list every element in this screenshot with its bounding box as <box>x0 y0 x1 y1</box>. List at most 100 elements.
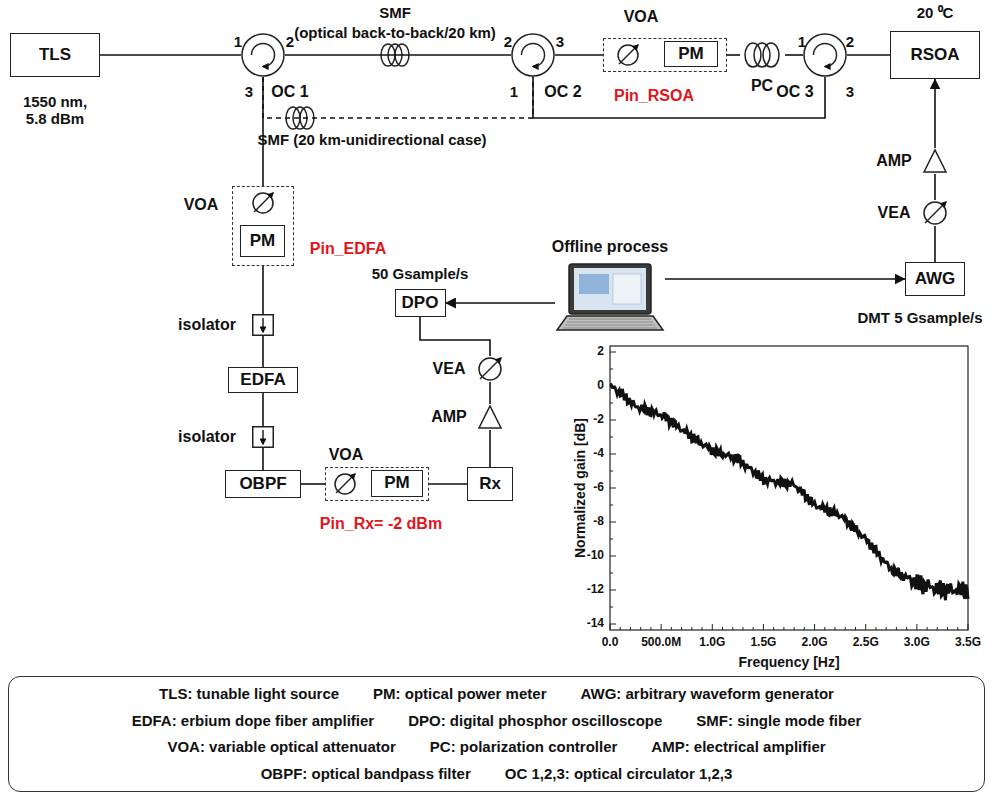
abbreviation-text: VOA: variable optical attenuator <box>167 739 395 756</box>
port-number: 1 <box>798 33 806 50</box>
box-label: Rx <box>479 475 501 494</box>
axis-label: -2 <box>593 413 604 427</box>
axis-label: 3.0G <box>904 636 930 650</box>
optical-circulator-outline <box>511 33 555 77</box>
fiber-link <box>555 54 603 56</box>
axis-label: -6 <box>593 481 604 495</box>
power-label: Pin_RSOA <box>614 87 694 105</box>
plot-frame <box>610 346 968 630</box>
attenuator-group: VOAPin_Rx= -2 dBmPM <box>325 467 429 501</box>
receiver-box: Rx <box>467 467 513 501</box>
component-label: AMP <box>431 408 467 426</box>
fiber-link <box>262 266 264 314</box>
power-meter-box: PM <box>371 470 423 497</box>
abbreviation-text: TLS: tunable light source <box>159 686 339 703</box>
polarization-controller: PC <box>740 42 785 68</box>
fiber-link <box>785 54 803 56</box>
oscilloscope-box: DPO <box>395 289 446 317</box>
optical-circulator: OC 2 <box>511 33 555 77</box>
axis-label: 3.5G <box>955 636 981 650</box>
abbreviation-text: DPO: digital phosphor oscilloscope <box>408 713 662 730</box>
filter-box: OBPF <box>225 470 301 498</box>
fiber-link <box>262 448 264 470</box>
abbreviation-row: VOA: variable optical attenuator PC: pola… <box>167 739 825 756</box>
amplifier-symbol-outline <box>477 404 503 430</box>
signal-arrow <box>446 302 556 304</box>
polarization-controller-outline <box>740 42 785 68</box>
axis-label: 0.0 <box>602 636 619 650</box>
laptop-icon-outline <box>555 262 665 332</box>
fiber-link <box>262 393 264 426</box>
box-label: TLS <box>39 46 71 65</box>
port-number: 2 <box>504 33 512 50</box>
fiber-link <box>489 382 491 404</box>
power-meter-box: PM <box>664 41 718 67</box>
box-label: AWG <box>915 270 956 289</box>
axis-label: -12 <box>587 583 604 597</box>
fiber-coil <box>286 107 314 129</box>
box-label: PM <box>250 232 276 251</box>
laptop-icon: Offline process <box>555 262 665 332</box>
awg-box: AWG <box>905 262 965 296</box>
abbreviation-text: PC: polarization controller <box>430 739 618 756</box>
axis-label: 500.0M <box>641 636 681 650</box>
fiber-link <box>934 174 936 200</box>
gain-curve <box>610 384 968 600</box>
attenuator-symbol-outline <box>922 200 948 226</box>
power-meter-box: PM <box>240 225 285 257</box>
annotation: SMF (20 km-unidirectional case) <box>257 131 486 148</box>
box-label: DPO <box>402 294 439 313</box>
power-label: Pin_EDFA <box>310 240 386 258</box>
attenuator-group: VOAPin_RSOAPM <box>603 38 727 72</box>
fiber-link <box>262 336 264 367</box>
abbreviation-text: SMF: single mode fiber <box>696 713 861 730</box>
light-source-box: TLS <box>10 33 100 77</box>
abbreviation-text: PM: optical power meter <box>373 686 546 703</box>
box-label: PM <box>384 474 410 493</box>
isolator-symbol-outline <box>252 426 274 448</box>
edfa-box: EDFA <box>228 367 298 393</box>
component-label: isolator <box>178 316 236 334</box>
component-label: OC 3 <box>776 83 813 101</box>
component-label: Offline process <box>552 238 668 256</box>
port-number: 3 <box>556 33 564 50</box>
axis-label: 2.0G <box>802 636 828 650</box>
isolator-symbol: isolator <box>252 314 274 336</box>
port-number: 2 <box>286 33 294 50</box>
fiber-link <box>420 317 490 356</box>
axis-label: -4 <box>593 447 604 461</box>
optical-circulator: OC 1 <box>241 33 285 77</box>
port-number: 1 <box>234 33 242 50</box>
signal-arrow <box>934 79 936 148</box>
axis-label: 0 <box>597 379 604 393</box>
fiber-link <box>489 430 491 467</box>
fiber-link <box>533 77 825 118</box>
gain-chart <box>610 346 968 630</box>
axis-label: -8 <box>593 515 604 529</box>
attenuator-group: VOAPin_EDFAPM <box>232 186 294 266</box>
optical-circulator: OC 3 <box>803 33 847 77</box>
component-label: VEA <box>433 360 466 378</box>
component-label: AMP <box>876 152 912 170</box>
axis-label: Normalized gain [dB] <box>572 418 588 558</box>
power-label: Pin_Rx= -2 dBm <box>320 515 442 533</box>
fiber-dashed <box>263 77 533 118</box>
annotation: SMF <box>379 4 411 21</box>
port-number: 2 <box>846 33 854 50</box>
annotation: (optical back-to-back/20 km) <box>294 24 496 41</box>
axis-label: 2 <box>597 345 604 359</box>
fiber-link <box>100 54 241 56</box>
annotation: DMT 5 Gsample/s <box>857 309 982 326</box>
abbreviation-text: AMP: electrical amplifier <box>651 739 825 756</box>
axis-label: 2.5G <box>853 636 879 650</box>
attenuator-symbol-outline <box>477 356 503 382</box>
axis-label: 1.0G <box>699 636 725 650</box>
component-label: OC 2 <box>544 83 581 101</box>
component-label: VEA <box>878 204 911 222</box>
abbreviation-row: TLS: tunable light source PM: optical pow… <box>159 686 834 703</box>
port-number: 3 <box>846 83 854 100</box>
component-label: VOA <box>624 8 659 26</box>
annotation: 20 ⁰C <box>917 4 954 21</box>
isolator-symbol: isolator <box>252 426 274 448</box>
rsoa-box: RSOA <box>890 31 980 79</box>
